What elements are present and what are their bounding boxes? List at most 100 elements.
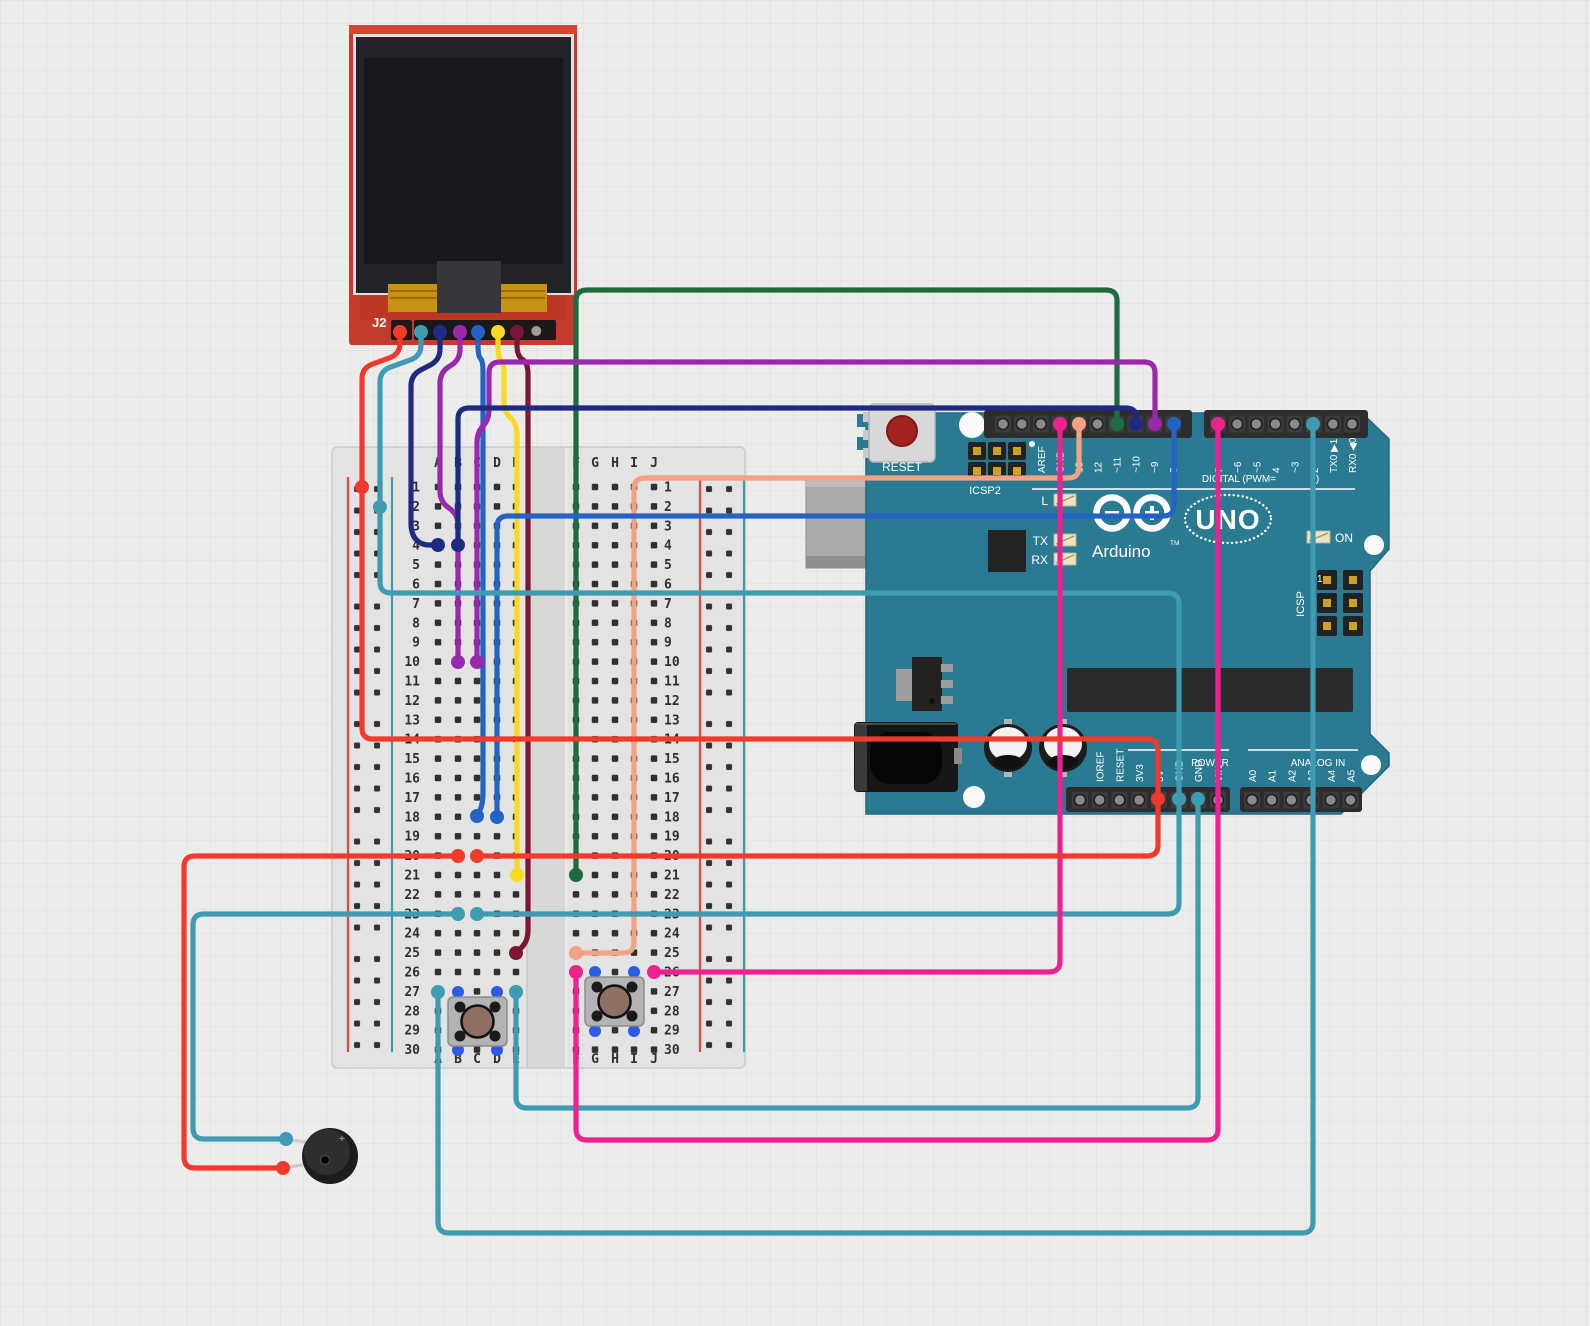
breadboard-hole[interactable] — [493, 968, 501, 976]
breadboard-rail-hole[interactable] — [353, 506, 361, 515]
breadboard-rail-hole[interactable] — [353, 571, 361, 579]
breadboard-hole[interactable] — [473, 754, 481, 763]
breadboard-rail-hole[interactable] — [705, 1041, 713, 1049]
breadboard-hole[interactable] — [650, 560, 658, 569]
wire-terminal[interactable] — [433, 325, 447, 339]
breadboard-hole[interactable] — [650, 521, 658, 530]
breadboard-hole[interactable] — [611, 1026, 619, 1035]
header-pin[interactable] — [1091, 417, 1104, 431]
wire-pink-gnd-to-J26[interactable] — [647, 417, 1067, 979]
icsp-pin[interactable] — [1349, 576, 1357, 584]
wire-pink-pin7-to-F26[interactable] — [569, 417, 1225, 1143]
breadboard-hole[interactable] — [454, 793, 462, 802]
breadboard-rail-hole[interactable] — [705, 506, 713, 515]
icsp-pin[interactable] — [973, 467, 981, 475]
wire-terminal[interactable] — [470, 849, 484, 863]
breadboard-rail-hole[interactable] — [373, 1041, 381, 1049]
header-pin[interactable] — [1250, 417, 1263, 431]
breadboard-rail-hole[interactable] — [705, 880, 713, 889]
breadboard-rail-hole[interactable] — [373, 763, 381, 771]
breadboard-hole[interactable] — [611, 541, 619, 550]
wire-terminal[interactable] — [1211, 417, 1225, 431]
breadboard-rail-hole[interactable] — [725, 688, 733, 697]
breadboard-hole[interactable] — [591, 696, 599, 705]
breadboard-hole[interactable] — [434, 638, 442, 647]
button1-cap[interactable] — [460, 1004, 495, 1039]
breadboard-hole[interactable] — [434, 521, 442, 530]
header-pin[interactable] — [1285, 793, 1298, 807]
breadboard-hole[interactable] — [591, 638, 599, 647]
breadboard-hole[interactable] — [434, 812, 442, 821]
wire-salmon-pin13-to-F25[interactable] — [569, 417, 1086, 960]
breadboard-hole[interactable] — [650, 599, 658, 608]
breadboard-hole[interactable] — [572, 929, 580, 938]
power-jack[interactable] — [854, 722, 962, 792]
breadboard-rail-hole[interactable] — [705, 549, 713, 558]
breadboard-hole[interactable] — [591, 812, 599, 821]
breadboard-hole[interactable] — [454, 968, 462, 976]
breadboard-hole[interactable] — [434, 696, 442, 705]
breadboard-hole[interactable] — [434, 618, 442, 627]
breadboard-rail-hole[interactable] — [705, 528, 713, 536]
breadboard-rail-hole[interactable] — [705, 1019, 713, 1028]
wire-terminal[interactable] — [451, 849, 465, 863]
wire-terminal[interactable] — [1191, 792, 1205, 806]
breadboard-rail-hole[interactable] — [705, 720, 713, 728]
breadboard-hole[interactable] — [512, 968, 520, 976]
breadboard-hole[interactable] — [454, 832, 462, 841]
breadboard-hole[interactable] — [611, 502, 619, 511]
wire-navy-tft-to-A4[interactable] — [408, 325, 447, 552]
breadboard-hole[interactable] — [591, 793, 599, 802]
breadboard-rail-hole[interactable] — [705, 859, 713, 867]
wire-terminal[interactable] — [510, 325, 524, 339]
icsp-pin[interactable] — [1013, 447, 1021, 455]
breadboard-hole[interactable] — [611, 1045, 619, 1054]
breadboard-rail-hole[interactable] — [705, 485, 713, 493]
breadboard-hole[interactable] — [434, 657, 442, 666]
wire-terminal[interactable] — [1129, 417, 1143, 431]
wire-terminal[interactable] — [1306, 417, 1320, 431]
breadboard-hole[interactable] — [591, 871, 599, 879]
breadboard-rail-hole[interactable] — [725, 859, 733, 867]
breadboard-hole[interactable] — [650, 987, 658, 996]
header-pin[interactable] — [1132, 793, 1146, 807]
breadboard-rail-hole[interactable] — [373, 688, 381, 697]
breadboard-hole[interactable] — [454, 696, 462, 705]
breadboard-hole[interactable] — [650, 948, 658, 957]
wire-terminal[interactable] — [510, 868, 524, 882]
wire-blue-pin8-to-D18[interactable] — [490, 417, 1181, 824]
breadboard-hole[interactable] — [611, 793, 619, 802]
breadboard-rail-hole[interactable] — [353, 1041, 361, 1049]
header-pin[interactable] — [1345, 417, 1359, 431]
breadboard-hole[interactable] — [611, 560, 619, 569]
breadboard-rail-hole[interactable] — [353, 688, 361, 697]
wire-purple-pin9-to-C10[interactable] — [470, 359, 1162, 669]
wire-terminal[interactable] — [509, 946, 523, 960]
icsp-pin[interactable] — [1349, 622, 1357, 630]
breadboard-rail-hole[interactable] — [705, 645, 713, 654]
wire-terminal[interactable] — [1072, 417, 1086, 431]
breadboard-rail-hole[interactable] — [705, 688, 713, 697]
breadboard-hole[interactable] — [572, 890, 580, 899]
breadboard-hole[interactable] — [591, 677, 599, 685]
breadboard-hole[interactable] — [473, 968, 481, 976]
breadboard-hole[interactable] — [473, 793, 481, 802]
wire-terminal[interactable] — [393, 325, 407, 339]
breadboard-hole[interactable] — [591, 754, 599, 763]
wire-terminal[interactable] — [431, 538, 445, 552]
icsp-header[interactable] — [1317, 570, 1363, 636]
wire-teal-buzzer-to-B23[interactable] — [190, 907, 465, 1146]
header-pin[interactable] — [1344, 793, 1357, 807]
breadboard-hole[interactable] — [611, 774, 619, 782]
breadboard-rail-hole[interactable] — [725, 667, 733, 675]
breadboard-rail-hole[interactable] — [373, 720, 381, 728]
button2-pin[interactable] — [628, 1025, 640, 1037]
breadboard-rail-hole[interactable] — [373, 859, 381, 867]
breadboard-hole[interactable] — [650, 871, 658, 879]
breadboard-rail-hole[interactable] — [725, 645, 733, 654]
wire-terminal[interactable] — [276, 1161, 290, 1175]
breadboard-rail-hole[interactable] — [725, 763, 733, 771]
breadboard-rail-hole[interactable] — [705, 998, 713, 1006]
breadboard-hole[interactable] — [454, 715, 462, 724]
